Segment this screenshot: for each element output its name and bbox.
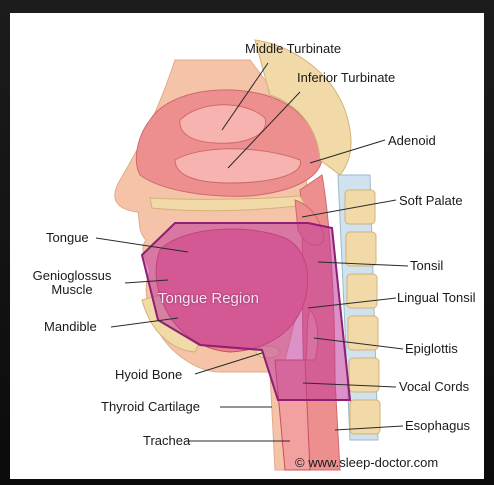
label-middle-turbinate: Middle Turbinate [245,42,341,56]
label-vocal-cords: Vocal Cords [399,380,469,394]
label-soft-palate: Soft Palate [399,194,463,208]
label-genioglossus-line1: Genioglossus [18,269,126,283]
label-trachea: Trachea [143,434,190,448]
label-mandible: Mandible [44,320,97,334]
diagram-panel: Middle Turbinate Inferior Turbinate Aden… [10,13,484,479]
label-esophagus: Esophagus [405,419,470,433]
middle-turbinate [180,105,266,144]
label-genioglossus-line2: Muscle [18,283,126,297]
label-hyoid-bone: Hyoid Bone [115,368,182,382]
label-tongue: Tongue [46,231,89,245]
copyright-notice: © www.sleep-doctor.com [295,455,438,470]
label-lingual-tonsil: Lingual Tonsil [397,291,476,305]
label-tongue-region: Tongue Region [158,290,259,307]
anatomy-illustration [10,13,484,479]
label-tonsil: Tonsil [410,259,443,273]
label-epiglottis: Epiglottis [405,342,458,356]
label-genioglossus: Genioglossus Muscle [18,269,126,297]
label-inferior-turbinate: Inferior Turbinate [297,71,395,85]
label-adenoid: Adenoid [388,134,436,148]
label-thyroid-cartilage: Thyroid Cartilage [101,400,200,414]
